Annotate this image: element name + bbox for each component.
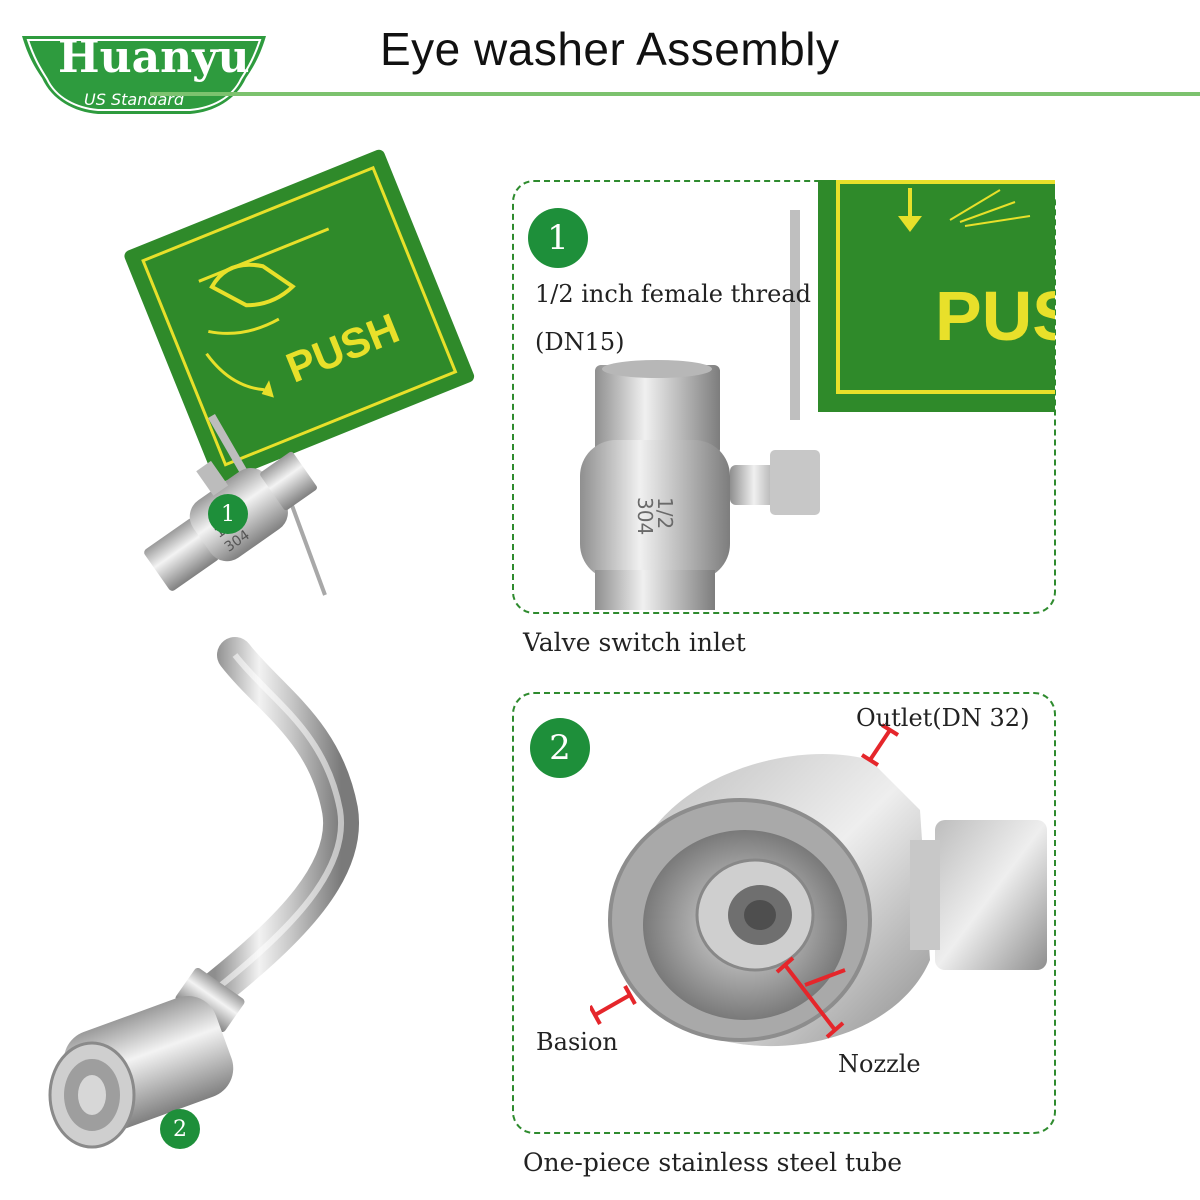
panel-1-size-label: (DN15) [535,328,625,356]
panel-1-valve-marking-grade: 304 [633,497,657,535]
panel-1-valve-marking-size: 1/2 [653,497,677,529]
panel-1-thread-label: 1/2 inch female thread [535,280,812,308]
dimension-markers [588,720,1060,1140]
push-sign-plate [124,149,475,483]
panel-1-sign-text: PUSH [935,277,1055,355]
panel-2-basion-label: Basion [536,1028,618,1056]
brand-logo: Huanyu US Standard [14,26,274,126]
marker-2-badge: 2 [160,1109,200,1149]
panel-2-outlet-label: Outlet(DN 32) [856,704,1030,732]
panel-2-nozzle-label: Nozzle [838,1050,921,1078]
panel-1-valve-figure: 1/2 304 [570,355,840,610]
main-assembly-figure: PUSH 1/2 304 1 2 [40,110,500,1190]
panel-1-caption: Valve switch inlet [523,628,746,657]
page-title: Eye washer Assembly [380,23,840,75]
marker-1-badge: 1 [208,494,248,534]
panel-2-number-badge: 2 [530,718,590,778]
panel-2-caption: One-piece stainless steel tube [523,1148,903,1177]
title-divider [150,92,1200,96]
panel-2-tee-figure [600,730,1050,1060]
logo-brand-text: Huanyu [58,32,250,83]
panel-1-sign-figure: PUSH [780,180,1055,420]
panel-1-number-badge: 1 [528,208,588,268]
